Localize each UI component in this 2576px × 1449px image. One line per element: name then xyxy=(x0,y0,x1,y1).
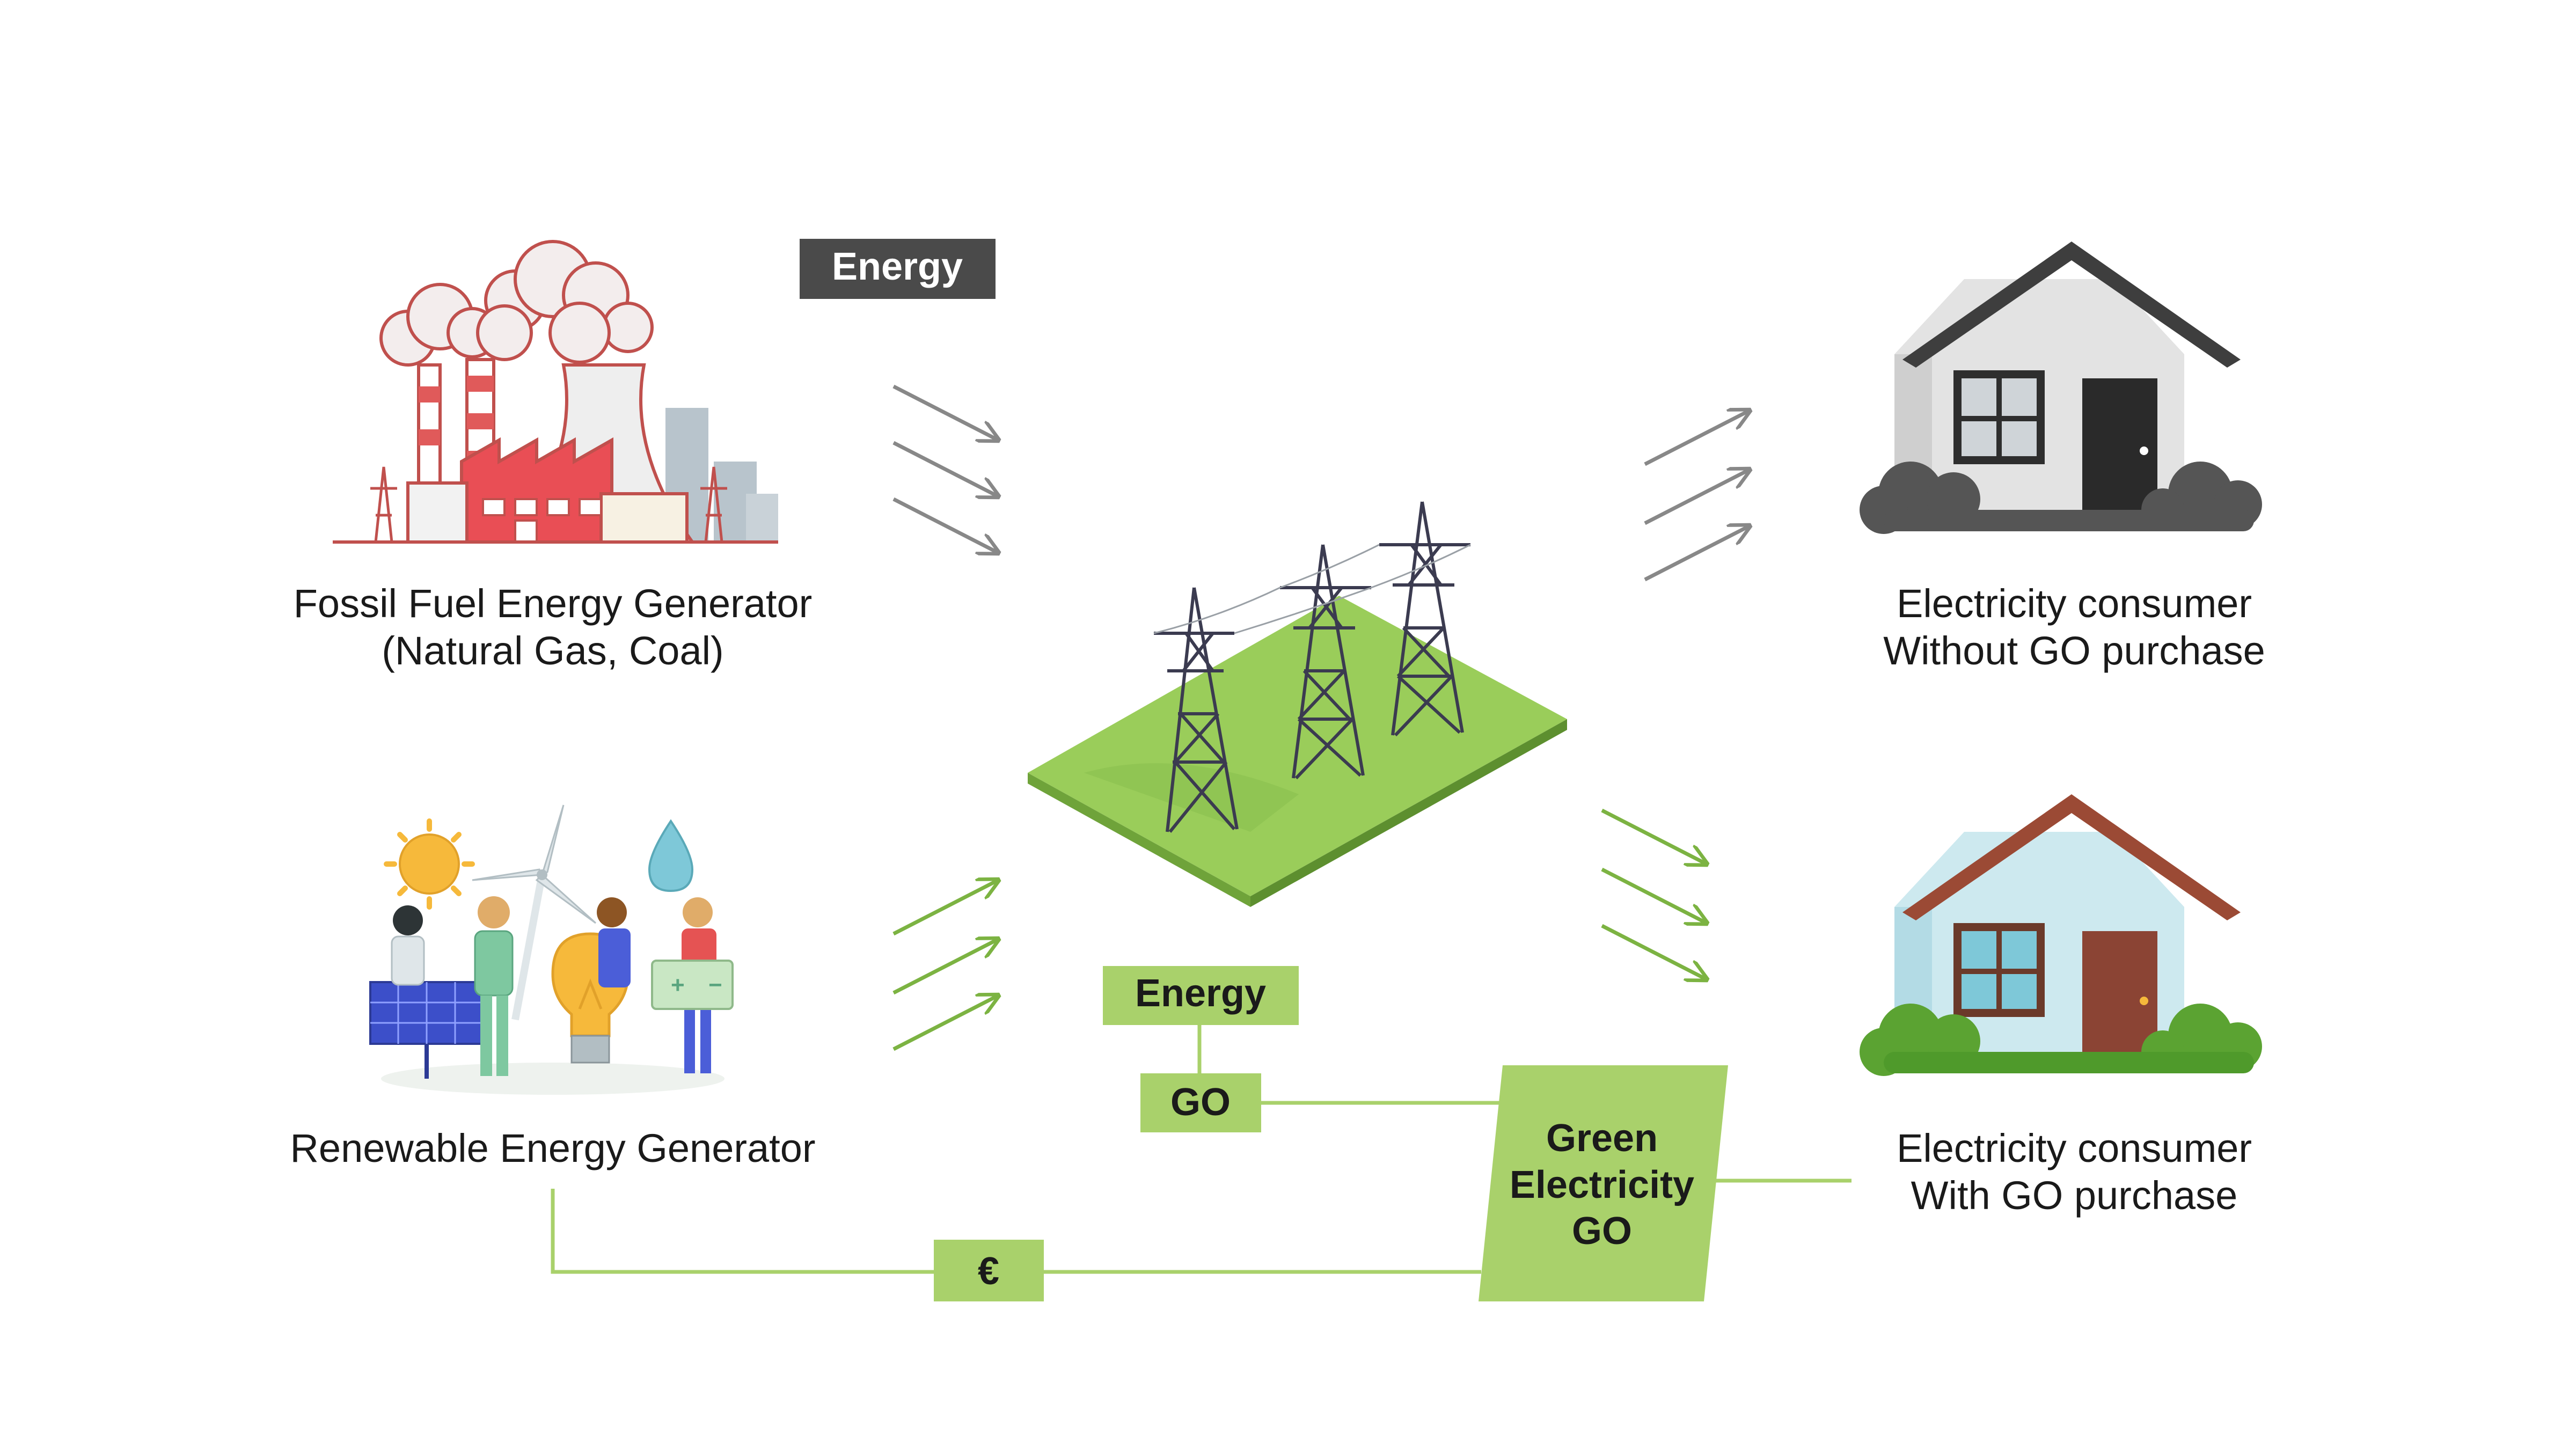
arrow xyxy=(892,880,998,936)
renewable-people-icon: + − xyxy=(369,804,734,1095)
euro-tag: € xyxy=(934,1240,1044,1301)
energy-green-tag: Energy xyxy=(1103,966,1299,1025)
euro-tag-label: € xyxy=(978,1250,999,1293)
arrow xyxy=(1644,411,1750,466)
arrow xyxy=(892,996,998,1051)
renewable-caption: Renewable Energy Generator xyxy=(290,1126,815,1170)
certificate-flow-lines xyxy=(551,1020,1851,1274)
consumer-without-caption-line1: Electricity consumer xyxy=(1897,581,2252,626)
arrow xyxy=(1644,470,1750,525)
green-tag-line2: Electricity xyxy=(1510,1163,1694,1206)
consumer-without-caption-line2: Without GO purchase xyxy=(1883,628,2265,673)
green-tag-line3: GO xyxy=(1572,1210,1632,1253)
svg-text:+: + xyxy=(671,972,685,998)
fossil-caption-line1: Fossil Fuel Energy Generator xyxy=(294,581,813,626)
grey-house-icon xyxy=(1860,241,2262,534)
green-tag-line1: Green xyxy=(1546,1117,1658,1160)
arrow xyxy=(892,939,998,995)
svg-text:−: − xyxy=(708,972,722,998)
fossil-energy-arrows xyxy=(892,384,998,553)
consumer-with-caption-line1: Electricity consumer xyxy=(1897,1126,2252,1170)
arrow xyxy=(1601,867,1707,923)
arrow xyxy=(892,497,998,553)
colored-house-icon xyxy=(1860,794,2262,1076)
solar-panel-icon xyxy=(369,981,484,1079)
renewable-energy-arrows xyxy=(892,880,998,1051)
energy-green-tag-label: Energy xyxy=(1135,972,1266,1015)
arrow xyxy=(1601,808,1707,864)
fossil-caption-line2: (Natural Gas, Coal) xyxy=(382,628,723,673)
arrow xyxy=(1644,526,1750,582)
grid-to-grey-consumer-arrows xyxy=(1644,411,1750,582)
consumer-with-caption-line2: With GO purchase xyxy=(1911,1173,2238,1218)
energy-top-tag-label: Energy xyxy=(832,245,963,288)
arrow xyxy=(1601,924,1707,979)
go-tag-label: GO xyxy=(1170,1081,1231,1124)
energy-top-tag: Energy xyxy=(800,239,996,299)
grid-to-green-consumer-arrows xyxy=(1601,808,1707,979)
power-grid-icon xyxy=(1028,501,1567,907)
green-electricity-go-tag: Green Electricity GO xyxy=(1479,1065,1728,1301)
arrow xyxy=(892,384,998,440)
power-plant-icon xyxy=(333,240,778,544)
go-tag: GO xyxy=(1140,1073,1261,1132)
arrow xyxy=(892,441,998,496)
